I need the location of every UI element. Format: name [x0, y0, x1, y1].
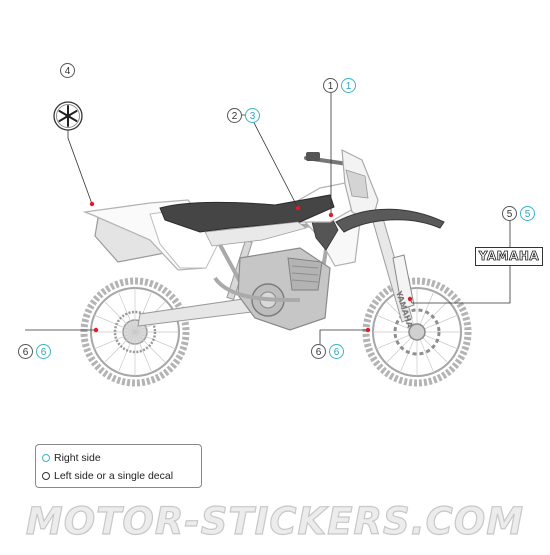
- callout-3-right: 3: [245, 108, 260, 123]
- callout-2-left: 2: [227, 108, 242, 123]
- yamaha-decal-box: YAMAHA: [475, 247, 543, 266]
- seat-trim: [204, 221, 307, 247]
- yamaha-decal-text: YAMAHA: [478, 249, 540, 264]
- legend-row-left: Left side or a single decal: [42, 467, 201, 485]
- marker-1: [328, 212, 334, 218]
- front-wheel: [362, 277, 472, 387]
- legend-right-label: Right side: [54, 452, 101, 464]
- legend: Right side Left side or a single decal: [35, 444, 202, 488]
- legend-row-right: Right side: [42, 449, 201, 467]
- swingarm: [137, 297, 253, 327]
- front-fender: [335, 208, 445, 233]
- marker-6-front: [365, 327, 371, 333]
- callout-5-right: 5: [520, 206, 535, 221]
- legend-left-label: Left side or a single decal: [54, 470, 174, 482]
- callout-5-left: 5: [502, 206, 517, 221]
- marker-4: [89, 201, 95, 207]
- callout-1-right: 1: [341, 78, 356, 93]
- callout-4: 4: [60, 63, 75, 78]
- callout-6-front-left: 6: [311, 344, 326, 359]
- callout-6-rear-right: 6: [36, 344, 51, 359]
- callout-1-left: 1: [323, 78, 338, 93]
- right-side-circle-icon: [42, 454, 50, 462]
- marker-5: [407, 296, 413, 302]
- callout-6-rear-left: 6: [18, 344, 33, 359]
- left-side-circle-icon: [42, 472, 50, 480]
- exhaust-pipe: [213, 276, 301, 302]
- marker-6-rear: [93, 327, 99, 333]
- tuning-fork-emblem: [53, 101, 83, 131]
- watermark: MOTOR-STICKERS.COM: [25, 499, 525, 543]
- engine: [237, 247, 331, 331]
- headlight: [345, 169, 369, 199]
- marker-2-3: [295, 205, 301, 211]
- decal-markers: [89, 201, 413, 333]
- handlebar: [304, 152, 350, 166]
- rear-wheel: [80, 277, 190, 387]
- callout-6-front-right: 6: [329, 344, 344, 359]
